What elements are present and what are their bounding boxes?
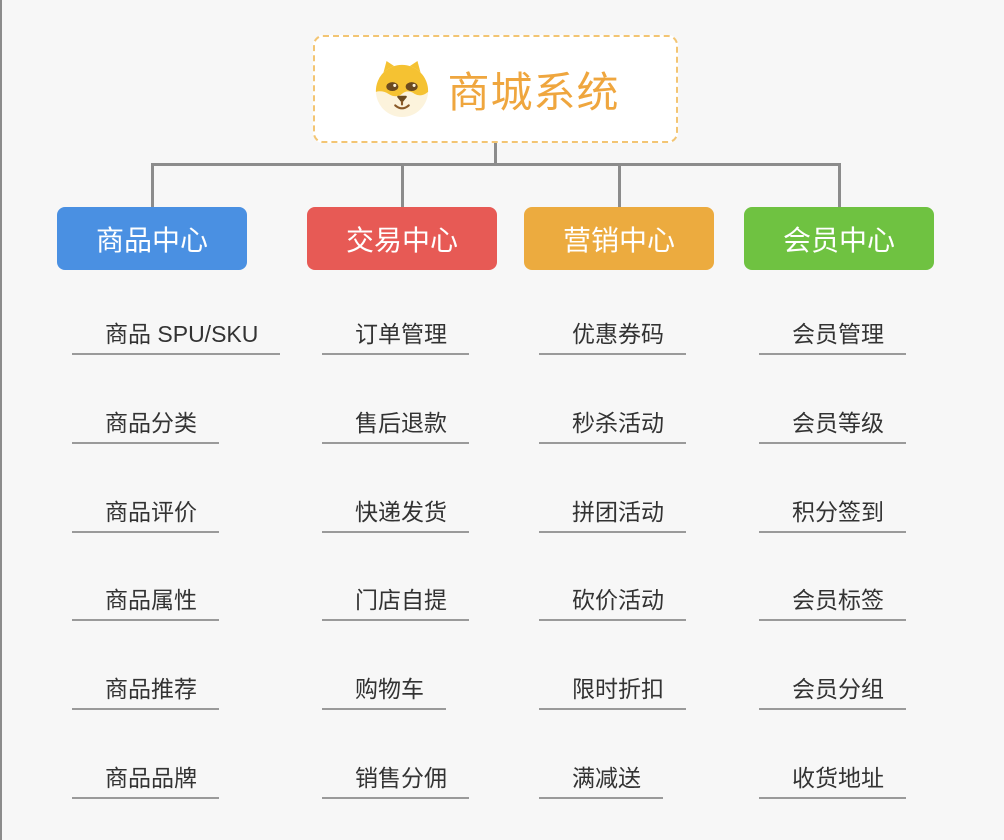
child-node-0-0[interactable]: 商品 SPU/SKU (72, 321, 281, 355)
branch-node-3[interactable]: 会员中心 (744, 207, 934, 270)
dog-face-icon (376, 60, 429, 118)
connector-branch-drop-1 (400, 163, 404, 208)
child-node-0-4[interactable]: 商品推荐 (72, 676, 219, 710)
root-node[interactable]: 商城系统 (313, 35, 678, 143)
connector-branch-drop-2 (617, 163, 621, 208)
connector-branch-vline-0 (0, 0, 2, 531)
child-node-0-3[interactable]: 商品属性 (72, 587, 219, 621)
connector-branch-drop-0 (150, 163, 154, 208)
child-node-3-2[interactable]: 积分签到 (759, 499, 906, 533)
child-node-2-0[interactable]: 优惠券码 (539, 321, 686, 355)
connector-branch-vline-1 (0, 531, 2, 840)
child-node-2-1[interactable]: 秒杀活动 (539, 410, 686, 444)
child-node-3-3[interactable]: 会员标签 (759, 587, 906, 621)
child-node-3-4[interactable]: 会员分组 (759, 676, 906, 710)
branch-node-0[interactable]: 商品中心 (57, 207, 247, 270)
child-node-0-5[interactable]: 商品品牌 (72, 765, 219, 799)
connector-branch-drop-3 (837, 163, 841, 208)
child-node-3-0[interactable]: 会员管理 (759, 321, 906, 355)
branch-node-2[interactable]: 营销中心 (524, 207, 714, 270)
child-node-0-1[interactable]: 商品分类 (72, 410, 219, 444)
child-node-1-2[interactable]: 快递发货 (322, 499, 469, 533)
child-node-2-3[interactable]: 砍价活动 (539, 587, 686, 621)
child-node-2-4[interactable]: 限时折扣 (539, 676, 686, 710)
root-title: 商城系统 (447, 68, 620, 116)
branch-node-1[interactable]: 交易中心 (307, 207, 497, 270)
child-node-1-3[interactable]: 门店自提 (322, 587, 469, 621)
connector-top-rail (151, 163, 841, 166)
child-node-1-1[interactable]: 售后退款 (322, 410, 469, 444)
child-node-3-1[interactable]: 会员等级 (759, 410, 906, 444)
child-node-3-5[interactable]: 收货地址 (759, 765, 906, 799)
child-node-1-5[interactable]: 销售分佣 (322, 765, 469, 799)
child-node-0-2[interactable]: 商品评价 (72, 499, 219, 533)
child-node-1-4[interactable]: 购物车 (322, 676, 446, 710)
connector-root-drop (494, 143, 497, 164)
child-node-1-0[interactable]: 订单管理 (322, 321, 469, 355)
child-node-2-5[interactable]: 满减送 (539, 765, 663, 799)
child-node-2-2[interactable]: 拼团活动 (539, 499, 686, 533)
